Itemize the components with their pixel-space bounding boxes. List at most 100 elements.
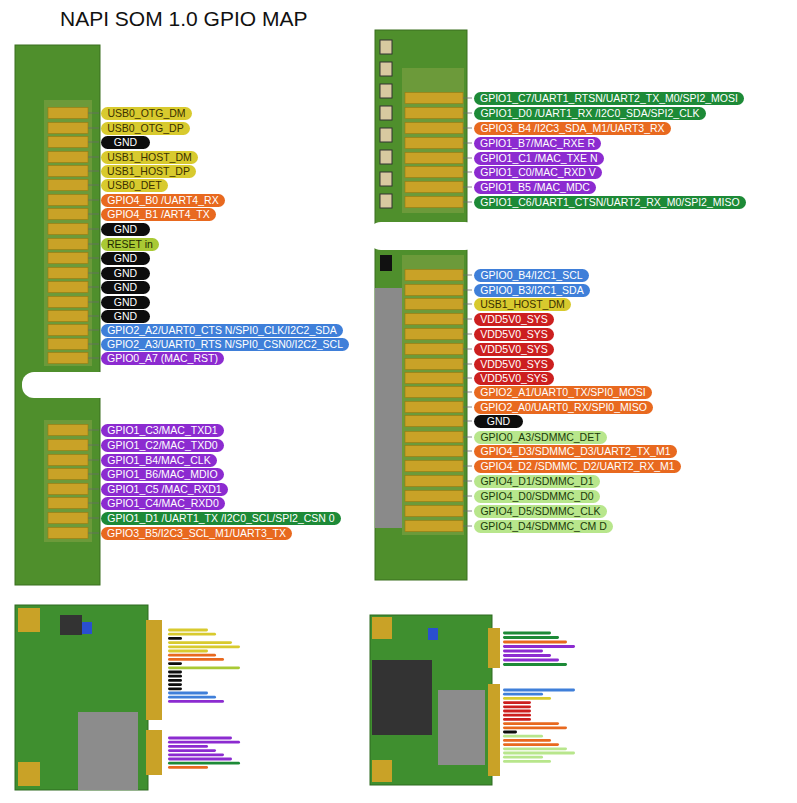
leader-line: [463, 481, 472, 482]
mount-pad: [18, 608, 40, 632]
pin-label: USB1_HOST_DP: [101, 165, 196, 178]
pin-label: GPIO1_C3/MAC_TXD1: [101, 424, 224, 437]
pin-label: GPIO1_C0/MAC_RXD V: [474, 166, 602, 179]
smd-component: [380, 40, 392, 54]
gold-pad: [405, 446, 463, 457]
leader-line: [463, 202, 472, 203]
pin-name: GPIO1_B5 /MAC_MDC: [480, 181, 590, 193]
pin-label: GND: [101, 267, 150, 280]
pin-name: GND: [114, 252, 137, 264]
pin-label: GPIO1_C6/UART1_CTSN/UART2_RX_M0/SPI2_MIS…: [474, 196, 746, 209]
pin-name: GND: [114, 267, 137, 279]
leader-line: [463, 98, 472, 99]
mount-pad: [372, 760, 392, 782]
leader-line: [463, 378, 472, 379]
pin-name: GPIO1_D1 /UART1_TX /I2C0_SCL/SPI2_CSN 0: [107, 512, 334, 524]
gold-pad: [48, 180, 88, 191]
pin-label: VDD5V0_SYS: [474, 328, 554, 341]
leader-line: [88, 330, 99, 331]
thumbnail-label-bar: [503, 714, 531, 717]
leader-line: [88, 344, 99, 345]
thumbnail-board: [15, 605, 148, 790]
pin-label: GPIO1_C2/MAC_TXD0: [101, 439, 224, 452]
diagram-title: NAPI SOM 1.0 GPIO MAP: [60, 7, 307, 31]
pin-name: GPIO1_C1 /MAC_TXE N: [480, 152, 597, 164]
thumbnail-label-bar: [503, 718, 531, 721]
thumbnail-label-bar: [168, 766, 208, 769]
pin-name: RESET in: [107, 238, 153, 250]
pin-name: VDD5V0_SYS: [480, 328, 548, 340]
thumbnail-label-bar: [503, 636, 559, 639]
gold-pad: [405, 285, 463, 296]
pin-name: GND: [114, 281, 137, 293]
pin-label: GPIO1_C5 /MAC_RXD1: [101, 483, 228, 496]
pin-label: GPIO4_D4/SDMMC_CM D: [474, 520, 613, 533]
thumbnail-label-bar: [503, 697, 551, 700]
pin-label: USB1_HOST_DM: [474, 298, 571, 311]
gold-pad: [48, 123, 88, 134]
gold-pad: [405, 123, 463, 134]
pin-name: GPIO0_A7 (MAC_RST): [107, 352, 218, 364]
gold-pad: [48, 268, 88, 279]
pin-name: GPIO1_C5 /MAC_RXD1: [107, 483, 221, 495]
pin-label: GPIO1_D0 /UART1_RX /I2C0_SDA/SPI2_CLK: [474, 107, 706, 120]
pin-label: GPIO3_B4 /I2C3_SDA_M1/UART3_RX: [474, 122, 671, 135]
pin-name: GPIO2_A1/UART0_TX/SPI0_MOSI: [480, 386, 646, 398]
thumbnail-chip: [428, 628, 438, 640]
thumbnail-fingers: [146, 730, 162, 775]
pin-name: USB0_OTG_DP: [107, 122, 183, 134]
pin-label: VDD5V0_SYS: [474, 343, 554, 356]
thumbnail-label-bar: [503, 654, 551, 657]
gold-pad: [48, 282, 88, 293]
thumbnail-label-bar: [503, 689, 575, 692]
pin-name: USB0_OTG_DM: [107, 107, 185, 119]
pin-label: GPIO2_A0/UART0_RX/SPI0_MISO: [474, 401, 653, 414]
pin-label: GPIO4_B1 /ART4_TX: [101, 208, 216, 221]
pin-label: GPIO4_B0 /UART4_RX: [101, 194, 225, 207]
pin-label: GPIO0_A7 (MAC_RST): [101, 352, 224, 365]
leader-line: [88, 113, 99, 114]
pin-name: GPIO1_B6/MAC_MDIO: [107, 468, 217, 480]
gold-pad: [48, 224, 88, 235]
pin-name: GPIO4_D1/SDMMC_D1: [480, 475, 593, 487]
pin-label: GPIO1_B4/MAC_CLK: [101, 454, 217, 467]
pin-name: USB1_HOST_DM: [480, 298, 565, 310]
thumbnail-label-bar: [168, 675, 182, 678]
leader-line: [463, 466, 472, 467]
gold-pad: [405, 329, 463, 340]
thumbnail-label-bar: [168, 683, 182, 686]
leader-line: [463, 349, 472, 350]
leader-line: [463, 511, 472, 512]
leader-line: [88, 316, 99, 317]
thumbnail-label-bar: [503, 705, 531, 708]
gold-pad: [48, 137, 88, 148]
pin-name: GPIO1_C4/MAC_RXD0: [107, 497, 218, 509]
thumbnail-label-bar: [168, 633, 216, 636]
thumbnail-label-bar: [168, 662, 182, 665]
leader-line: [88, 489, 99, 490]
gold-pad: [405, 521, 463, 532]
pin-name: GPIO4_D3/SDMMC_D3/UART2_TX_M1: [480, 445, 670, 457]
thumbnail-label-bar: [503, 756, 543, 759]
pin-label: GPIO4_D5/SDMMC_CLK: [474, 505, 607, 518]
smd-component: [380, 172, 392, 186]
leader-line: [88, 273, 99, 274]
smd-component: [380, 62, 392, 76]
thumbnail-label-bar: [168, 737, 232, 740]
thumbnail-chip: [372, 660, 432, 735]
leader-line: [463, 290, 472, 291]
gold-pad: [405, 432, 463, 443]
pin-label: USB0_OTG_DM: [101, 107, 192, 120]
pin-name: GPIO4_D0/SDMMC_D0: [480, 490, 593, 502]
gold-pad: [405, 506, 463, 517]
gold-pad: [405, 182, 463, 193]
leader-line: [463, 421, 472, 422]
leader-line: [88, 214, 99, 215]
pin-name: GPIO3_B5/I2C3_SCL_M1/UART3_TX: [107, 527, 286, 539]
thumbnail-chip: [82, 622, 92, 634]
pin-name: GPIO1_C0/MAC_RXD V: [480, 166, 596, 178]
gold-pad: [48, 209, 88, 220]
gold-pad: [405, 93, 463, 104]
pin-label: GPIO4_D3/SDMMC_D3/UART2_TX_M1: [474, 445, 677, 458]
